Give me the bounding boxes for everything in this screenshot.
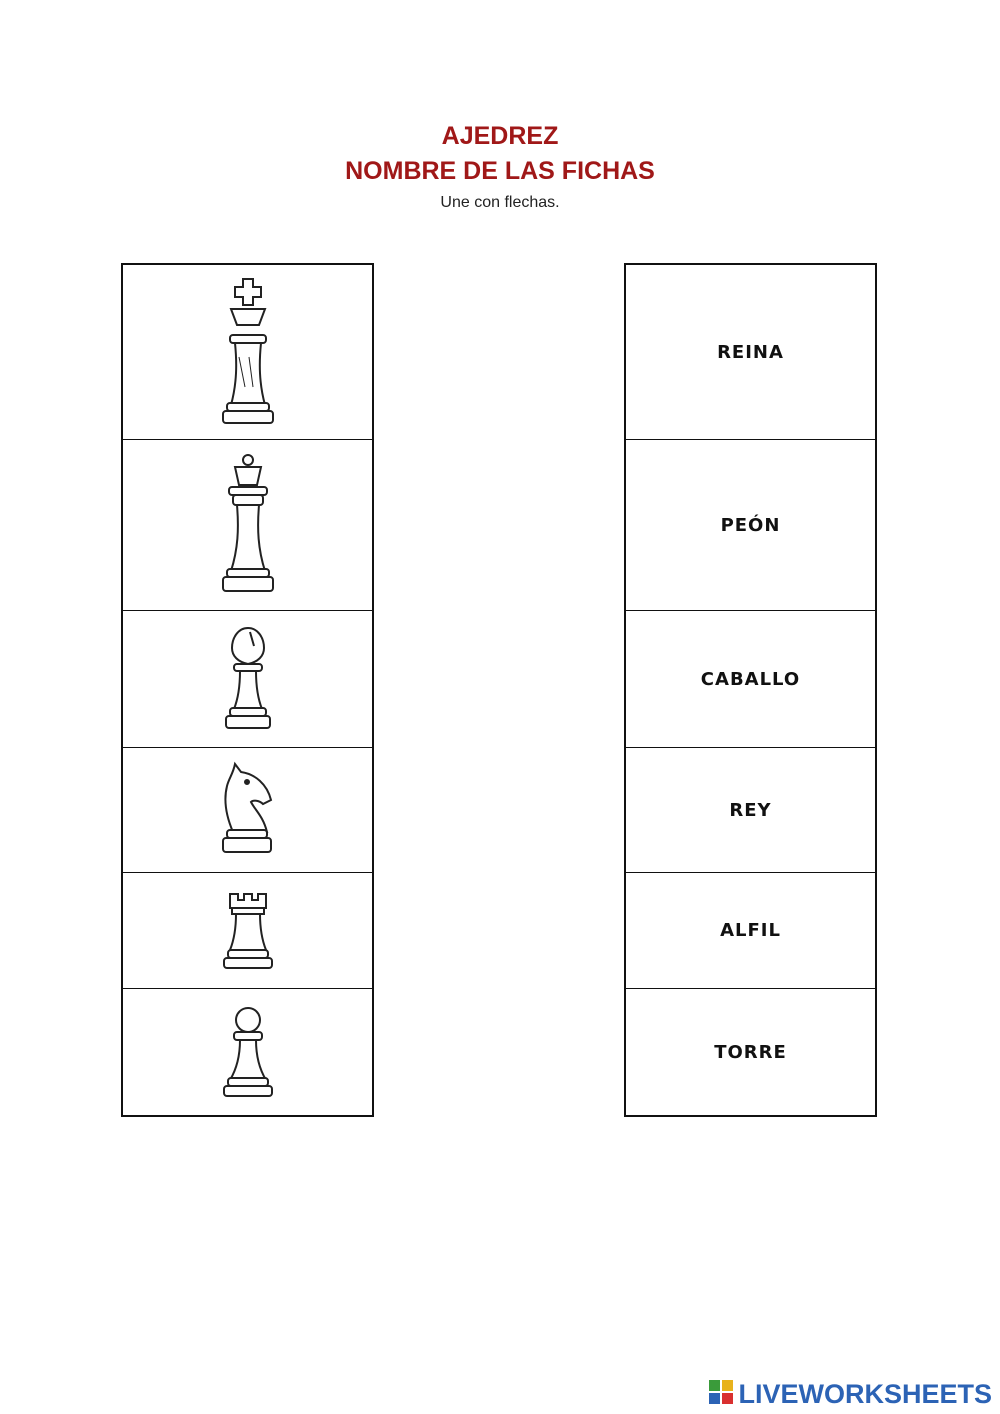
knight-icon bbox=[213, 760, 283, 860]
bishop-icon bbox=[218, 624, 278, 734]
name-cell[interactable]: REINA bbox=[626, 265, 875, 440]
piece-cell-rook[interactable] bbox=[123, 873, 372, 989]
piece-cell-king[interactable] bbox=[123, 265, 372, 440]
liveworksheets-logo: LIVEWORKSHEETS bbox=[708, 1374, 992, 1414]
queen-icon bbox=[213, 453, 283, 598]
piece-name: ALFIL bbox=[720, 920, 781, 941]
piece-name: TORRE bbox=[714, 1041, 787, 1063]
name-cell[interactable]: CABALLO bbox=[626, 611, 875, 748]
king-icon bbox=[213, 277, 283, 427]
piece-name: REINA bbox=[717, 341, 784, 363]
name-cell[interactable]: ALFIL bbox=[626, 873, 875, 989]
worksheet-subtitle: NOMBRE DE LAS FICHAS bbox=[345, 157, 655, 185]
name-cell[interactable]: TORRE bbox=[626, 989, 875, 1115]
pawn-icon bbox=[218, 1004, 278, 1100]
brand-name: LIVEWORKSHEETS bbox=[738, 1378, 992, 1409]
piece-cell-queen[interactable] bbox=[123, 440, 372, 611]
rook-icon bbox=[218, 890, 278, 972]
piece-cell-knight[interactable] bbox=[123, 748, 372, 873]
names-column: REINA PEÓN CABALLO REY ALFIL TORRE bbox=[624, 263, 877, 1117]
piece-name: CABALLO bbox=[700, 668, 801, 690]
logo-icon bbox=[708, 1379, 734, 1410]
piece-cell-bishop[interactable] bbox=[123, 611, 372, 748]
name-cell[interactable]: REY bbox=[626, 748, 875, 873]
name-cell[interactable]: PEÓN bbox=[626, 440, 875, 611]
pieces-column bbox=[121, 263, 374, 1117]
worksheet-title: AJEDREZ bbox=[441, 122, 559, 150]
instruction-text: Une con flechas. bbox=[440, 194, 560, 211]
piece-cell-pawn[interactable] bbox=[123, 989, 372, 1115]
piece-name: REY bbox=[729, 799, 772, 821]
piece-name: PEÓN bbox=[720, 514, 781, 536]
